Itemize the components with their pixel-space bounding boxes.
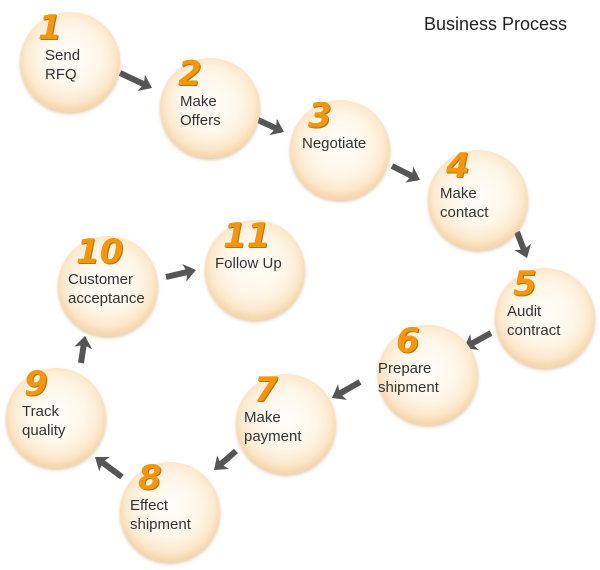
step-label-line: quality	[22, 422, 66, 439]
step-label-line: shipment	[378, 379, 439, 396]
step-number: 11	[223, 216, 271, 256]
step-number: 1	[38, 8, 62, 48]
arrow-icon	[390, 163, 421, 183]
step-number: 9	[24, 364, 48, 404]
arrow-icon	[514, 230, 532, 259]
arrow-icon	[256, 117, 284, 136]
step-label-line: acceptance	[68, 290, 145, 307]
step-number: 5	[513, 264, 537, 304]
step-label-line: Audit	[507, 303, 542, 320]
step-label-line: Negotiate	[302, 135, 367, 152]
step-label: Customer acceptance	[68, 270, 145, 308]
step-number: 8	[138, 458, 162, 498]
step-label-line: shipment	[130, 516, 191, 533]
arrow-icon	[118, 70, 153, 92]
step-label-line: Offers	[180, 112, 221, 129]
step-label: Audit contract	[507, 302, 560, 340]
step-label: Track quality	[22, 402, 65, 440]
step-number: 4	[446, 146, 470, 186]
step-number: 7	[254, 370, 278, 410]
step-number: 2	[178, 54, 202, 94]
arrow-icon	[213, 448, 238, 471]
step-label-line: Make	[180, 93, 217, 110]
diagram-title: Business Process	[424, 14, 568, 34]
arrow-icon	[165, 263, 196, 282]
arrow-icon	[94, 456, 124, 480]
step-label: Follow Up	[215, 254, 282, 273]
step-label-line: Make	[244, 409, 281, 426]
step-label: Effect shipment	[130, 496, 191, 534]
step-label-line: Customer	[68, 271, 134, 288]
step-label-line: payment	[244, 428, 302, 445]
step-label-line: contract	[507, 322, 561, 339]
step-label-line: RFQ	[45, 66, 77, 83]
step-label: Make payment	[244, 408, 302, 446]
step-label: Prepare shipment	[378, 359, 439, 397]
step-number: 6	[396, 321, 420, 361]
step-label-line: Effect	[130, 497, 169, 514]
step-label: Negotiate	[302, 134, 366, 153]
arrow-icon	[332, 379, 362, 400]
step-number: 3	[308, 96, 332, 136]
step-label-line: Follow Up	[215, 255, 282, 272]
step-label-line: Prepare	[378, 360, 432, 377]
step-label-line: contact	[440, 204, 489, 221]
step-number: 10	[76, 232, 124, 272]
step-label-line: Send	[45, 47, 81, 64]
arrow-icon	[463, 330, 493, 351]
arrow-icon	[74, 335, 93, 364]
step-label: Make contact	[440, 184, 488, 222]
step-label-line: Track	[22, 403, 59, 420]
step-label-line: Make	[440, 185, 477, 202]
